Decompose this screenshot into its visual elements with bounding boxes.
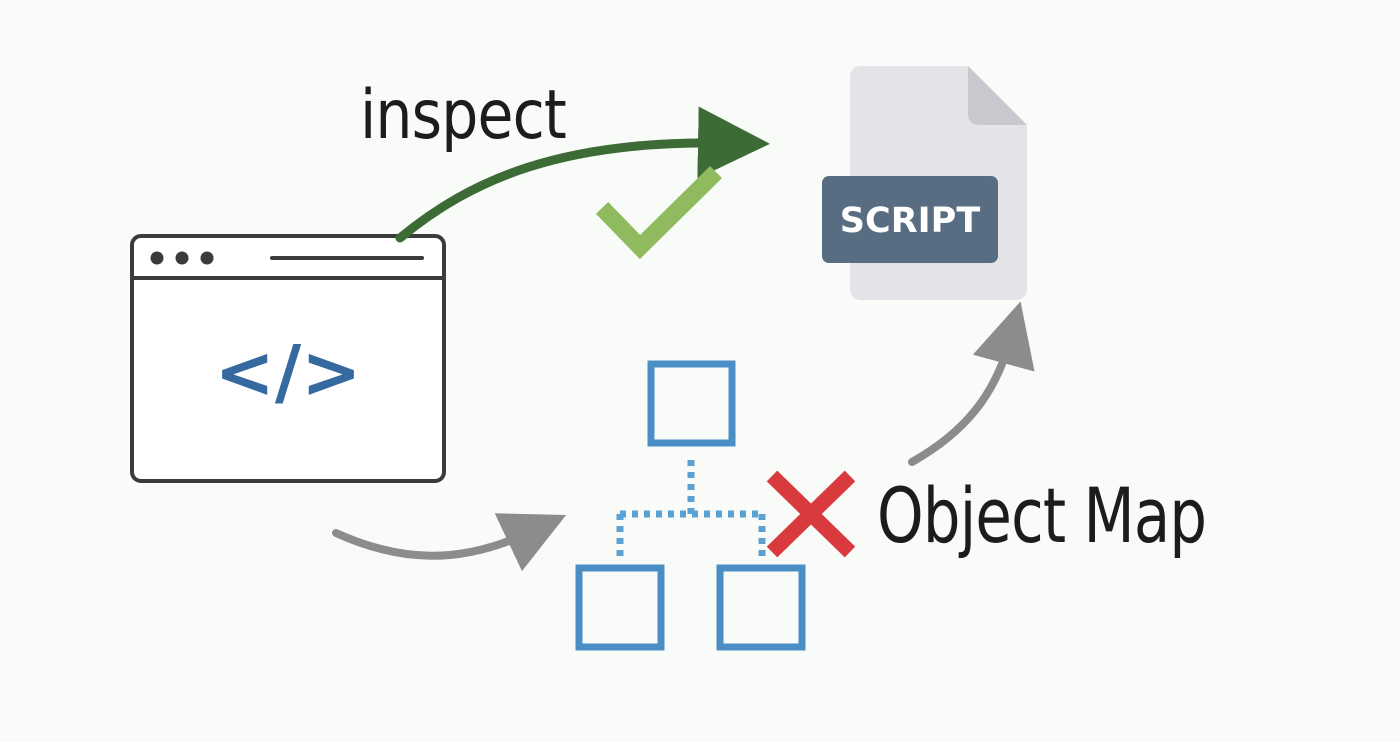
script-badge — [822, 176, 998, 263]
gray-arrow-to-hierarchy — [332, 513, 567, 572]
browser-window-icon: </> — [130, 234, 446, 483]
script-file-icon: SCRIPT — [822, 66, 1027, 300]
check-icon — [595, 165, 723, 260]
object-map-label: Object Map — [877, 471, 1207, 560]
tree-node-right — [716, 564, 806, 651]
file-fold — [968, 66, 1027, 125]
window-dot-icon — [150, 251, 164, 265]
gray-arrow-to-script — [908, 301, 1035, 466]
tree-node-left — [575, 564, 665, 651]
window-dot-icon — [200, 251, 214, 265]
script-badge-label: SCRIPT — [840, 201, 981, 241]
cross-icon — [766, 470, 856, 558]
tree-connectors — [616, 460, 766, 560]
window-dot-icon — [175, 251, 189, 265]
tree-node-parent — [647, 360, 736, 447]
inspect-label: inspect — [360, 76, 567, 155]
code-glyph: </> — [215, 330, 362, 414]
inspect-arrow — [395, 106, 770, 243]
object-hierarchy-icon — [575, 360, 806, 651]
